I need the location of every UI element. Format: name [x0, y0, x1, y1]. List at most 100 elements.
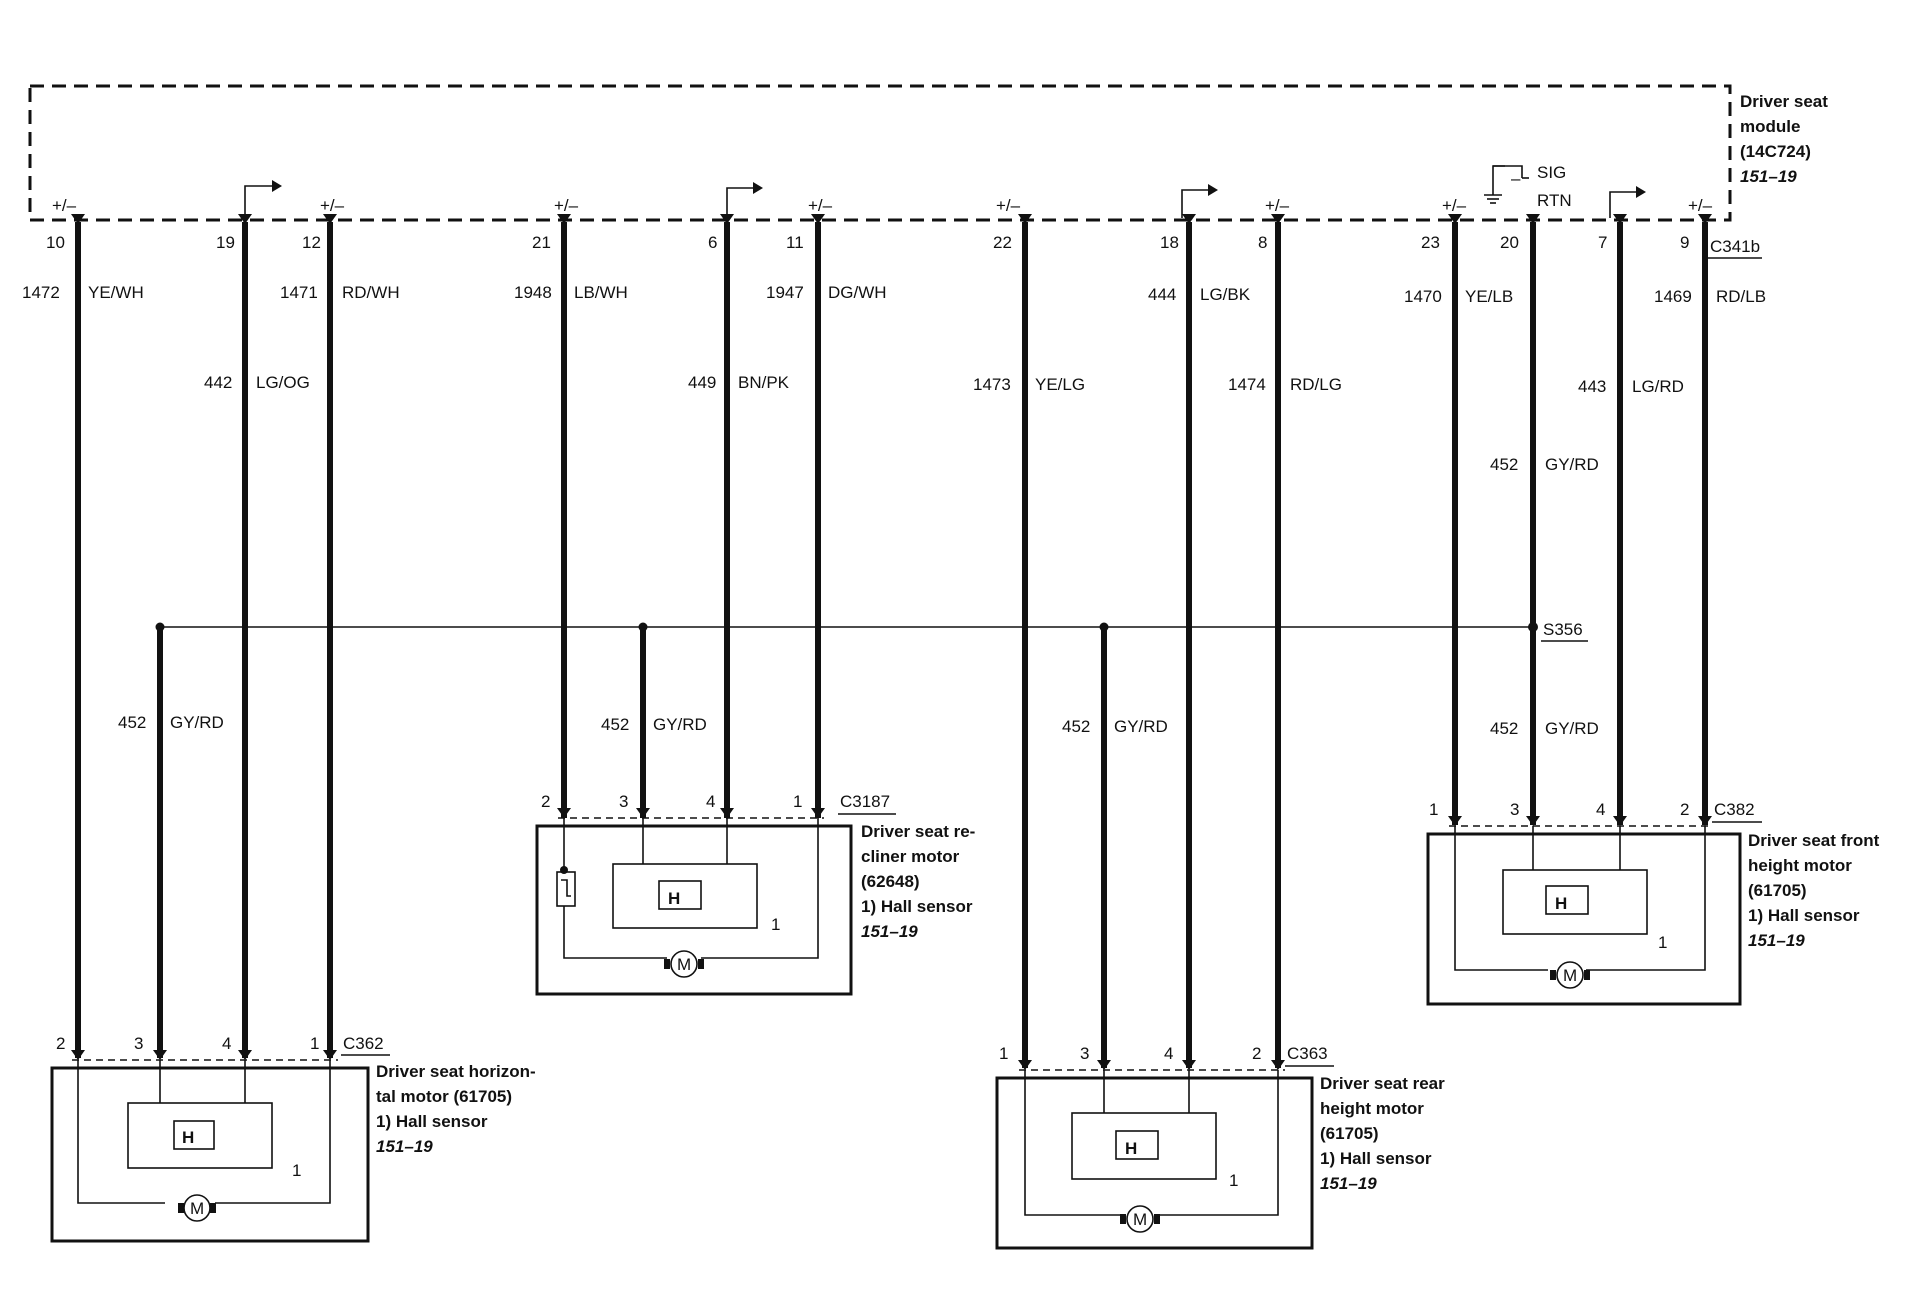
- module-pin-18: 18: [1160, 233, 1179, 252]
- branch-circuit-horizontal: 452: [118, 713, 146, 732]
- circuit-442: 442: [204, 373, 232, 392]
- motor-recliner-footnote: 1: [771, 915, 780, 934]
- motor-icon-horizontal: M: [190, 1199, 204, 1218]
- motor-front-height: [1426, 816, 1742, 1006]
- module-name-line3: (14C724): [1740, 142, 1811, 161]
- motor-recliner-connector: C3187: [840, 792, 890, 811]
- motor-front-ref: 151–19: [1748, 931, 1805, 950]
- module-pin-20: 20: [1500, 233, 1519, 252]
- module-ref: 151–19: [1740, 167, 1797, 186]
- motor-horizontal-name-3: 1) Hall sensor: [376, 1112, 488, 1131]
- hall-sensor-icon-front: H: [1555, 894, 1567, 913]
- motor-recliner-pin-d: 1: [793, 792, 802, 811]
- motor-recliner-name-4: 1) Hall sensor: [861, 897, 973, 916]
- motor-rear-pin-a: 1: [999, 1044, 1008, 1063]
- module-name-line1: Driver seat: [1740, 92, 1828, 111]
- branch-color-rear: GY/RD: [1114, 717, 1168, 736]
- motor-rear-height: [995, 1060, 1314, 1250]
- pos-neg-marker-12: +/–: [320, 196, 345, 215]
- circuit-1473: 1473: [973, 375, 1011, 394]
- color-452-upper: GY/RD: [1545, 455, 1599, 474]
- pos-neg-marker-8: +/–: [1265, 196, 1290, 215]
- motor-horizontal-ref: 151–19: [376, 1137, 433, 1156]
- ground-minus-label: –: [1511, 169, 1521, 188]
- motor-front-pin-d: 2: [1680, 800, 1689, 819]
- pos-neg-marker-11: +/–: [808, 196, 833, 215]
- motor-horizontal-pin-d: 1: [310, 1034, 319, 1053]
- motor-rear-pin-c: 4: [1164, 1044, 1173, 1063]
- circuit-449: 449: [688, 373, 716, 392]
- color-1471: RD/WH: [342, 283, 400, 302]
- branch-color-front: GY/RD: [1545, 719, 1599, 738]
- motor-horizontal-name-1: Driver seat horizon-: [376, 1062, 536, 1081]
- module-pin-10: 10: [46, 233, 65, 252]
- motor-icon-recliner: M: [677, 955, 691, 974]
- circuit-444: 444: [1148, 285, 1176, 304]
- color-444: LG/BK: [1200, 285, 1251, 304]
- pos-neg-marker-9: +/–: [1688, 196, 1713, 215]
- sig-label: SIG: [1537, 163, 1566, 182]
- color-449: BN/PK: [738, 373, 790, 392]
- color-442: LG/OG: [256, 373, 310, 392]
- module-pin-19: 19: [216, 233, 235, 252]
- pos-neg-marker-23: +/–: [1442, 196, 1467, 215]
- motor-recliner-pin-a: 2: [541, 792, 550, 811]
- motor-recliner-name-2: cliner motor: [861, 847, 960, 866]
- motor-front-footnote: 1: [1658, 933, 1667, 952]
- module-pin-12: 12: [302, 233, 321, 252]
- motor-rear-name-1: Driver seat rear: [1320, 1074, 1445, 1093]
- flag-icon-19: [244, 180, 282, 218]
- circuit-443: 443: [1578, 377, 1606, 396]
- module-pin-23: 23: [1421, 233, 1440, 252]
- splice-point-s356: [1528, 622, 1538, 632]
- motor-rear-pin-b: 3: [1080, 1044, 1089, 1063]
- motor-recliner-name-3: (62648): [861, 872, 920, 891]
- motor-recliner: [535, 808, 853, 996]
- circuit-1474: 1474: [1228, 375, 1266, 394]
- motor-rear-name-3: (61705): [1320, 1124, 1379, 1143]
- motor-horizontal-footnote: 1: [292, 1161, 301, 1180]
- circuit-1470: 1470: [1404, 287, 1442, 306]
- motor-front-pin-c: 4: [1596, 800, 1605, 819]
- hall-sensor-icon-rear: H: [1125, 1139, 1137, 1158]
- motor-rear-footnote: 1: [1229, 1171, 1238, 1190]
- module-pin-21: 21: [532, 233, 551, 252]
- circuit-1947: 1947: [766, 283, 804, 302]
- circuit-1469: 1469: [1654, 287, 1692, 306]
- motor-rear-pin-d: 2: [1252, 1044, 1261, 1063]
- motor-front-connector: C382: [1714, 800, 1755, 819]
- motor-front-pin-b: 3: [1510, 800, 1519, 819]
- motor-rear-ref: 151–19: [1320, 1174, 1377, 1193]
- motor-front-name-2: height motor: [1748, 856, 1852, 875]
- motor-front-name-3: (61705): [1748, 881, 1807, 900]
- circuit-1471: 1471: [280, 283, 318, 302]
- module-name-line2: module: [1740, 117, 1800, 136]
- circuit-1472: 1472: [22, 283, 60, 302]
- motor-horizontal-pin-c: 4: [222, 1034, 231, 1053]
- rtn-label: RTN: [1537, 191, 1572, 210]
- motor-icon-rear: M: [1133, 1210, 1147, 1229]
- module-outline: [28, 84, 1732, 222]
- module-pin-9: 9: [1680, 233, 1689, 252]
- module-pin-6: 6: [708, 233, 717, 252]
- circuit-1948: 1948: [514, 283, 552, 302]
- color-1474: RD/LG: [1290, 375, 1342, 394]
- circuit-452-upper: 452: [1490, 455, 1518, 474]
- motor-rear-name-2: height motor: [1320, 1099, 1424, 1118]
- motor-recliner-pin-b: 3: [619, 792, 628, 811]
- motor-recliner-name-1: Driver seat re-: [861, 822, 975, 841]
- color-1947: DG/WH: [828, 283, 887, 302]
- motor-horizontal-pin-b: 3: [134, 1034, 143, 1053]
- motor-recliner-pin-c: 4: [706, 792, 715, 811]
- motor-horizontal: [50, 1050, 370, 1243]
- pos-neg-marker-21: +/–: [554, 196, 579, 215]
- motor-icon-front: M: [1563, 966, 1577, 985]
- hall-sensor-icon-horizontal: H: [182, 1128, 194, 1147]
- pos-neg-marker-10: +/–: [52, 196, 77, 215]
- color-1948: LB/WH: [574, 283, 628, 302]
- branch-color-recliner: GY/RD: [653, 715, 707, 734]
- module-pin-11: 11: [786, 233, 804, 252]
- color-1469: RD/LB: [1716, 287, 1766, 306]
- color-1470: YE/LB: [1465, 287, 1513, 306]
